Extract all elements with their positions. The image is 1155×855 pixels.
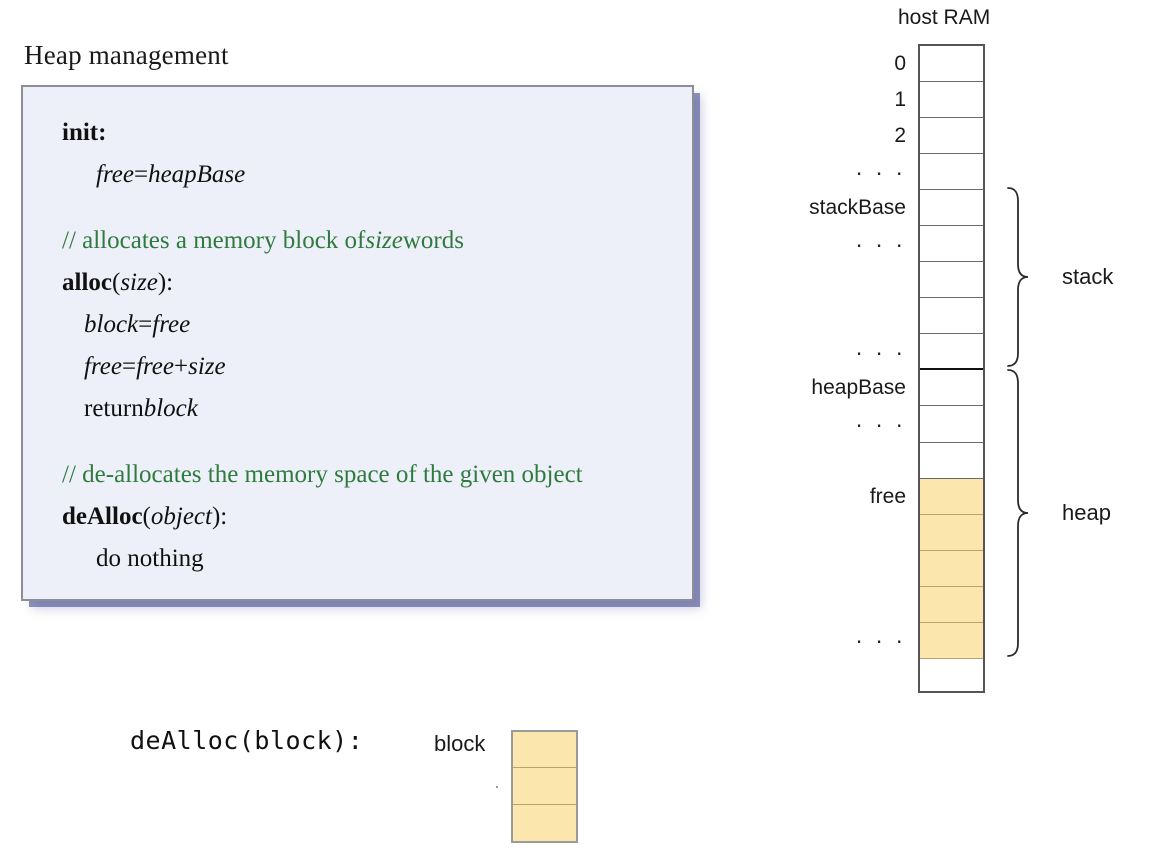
ram-cell: · · · bbox=[855, 154, 983, 191]
code-line: deAlloc (object): bbox=[62, 495, 684, 537]
ram-ellipsis-label: · · · bbox=[855, 338, 906, 365]
ram-cell: · · · bbox=[855, 226, 983, 263]
code-line: init: bbox=[62, 111, 684, 153]
host-ram-table: 0 1 2 · · · stackBase · · · · · · heapBase · · ·… bbox=[809, 44, 985, 695]
block-cell bbox=[513, 732, 576, 769]
code-line: free = heapBase bbox=[62, 153, 684, 195]
code-token: block bbox=[84, 310, 139, 338]
code-line: return block bbox=[62, 387, 684, 429]
code-line: block = free bbox=[62, 303, 684, 345]
code-blank-line bbox=[62, 195, 684, 219]
ram-cell: stackBase bbox=[809, 190, 983, 227]
code-token: free bbox=[96, 160, 134, 188]
code-token: do nothing bbox=[96, 544, 204, 572]
code-token: alloc bbox=[62, 268, 112, 296]
code-line: free = free + size bbox=[62, 345, 684, 387]
ram-cell: 2 bbox=[894, 118, 983, 155]
ram-cell: 0 bbox=[894, 46, 983, 83]
code-token: ( bbox=[112, 268, 121, 296]
ram-cell: · · · bbox=[855, 622, 983, 659]
ram-address-label: heapBase bbox=[811, 376, 906, 400]
code-token: heapBase bbox=[148, 160, 246, 188]
ram-cell: · · · bbox=[855, 406, 983, 443]
code-token: = bbox=[133, 160, 149, 188]
code-line: // allocates a memory block of size word… bbox=[62, 219, 684, 261]
dealloc-call-label: deAlloc(block): bbox=[130, 726, 364, 755]
ram-cell bbox=[920, 659, 983, 695]
code-token: size bbox=[120, 268, 158, 296]
block-cell bbox=[513, 804, 576, 841]
ram-address-label: 1 bbox=[894, 88, 906, 112]
ram-address-label: 2 bbox=[894, 124, 906, 148]
ram-cell: free bbox=[870, 478, 983, 515]
code-token: size bbox=[365, 226, 403, 254]
code-token: ): bbox=[157, 268, 174, 296]
ram-cell bbox=[920, 550, 983, 587]
block-label: block bbox=[434, 731, 486, 756]
ram-cell bbox=[920, 262, 983, 299]
ram-cell: · · · bbox=[855, 334, 983, 371]
block-cell bbox=[513, 768, 576, 805]
pseudocode-lines: init: free = heapBase // allocates a memor… bbox=[62, 111, 684, 579]
ram-cell: heapBase bbox=[811, 370, 983, 407]
code-line: alloc (size): bbox=[62, 261, 684, 303]
code-line: // de-allocates the memory space of the … bbox=[62, 453, 684, 495]
ram-cell bbox=[920, 443, 983, 479]
code-token: size bbox=[188, 352, 226, 380]
code-token: ( bbox=[142, 502, 151, 530]
code-token: object bbox=[150, 502, 212, 530]
brace-label-stack: stack bbox=[1062, 264, 1114, 289]
ram-ellipsis-label: · · · bbox=[855, 410, 906, 437]
code-token: free bbox=[84, 352, 122, 380]
ram-address-label: stackBase bbox=[809, 196, 906, 220]
code-token: free bbox=[152, 310, 191, 338]
code-blank-line bbox=[62, 429, 684, 453]
page-title: Heap management bbox=[24, 40, 229, 70]
code-token: ): bbox=[211, 502, 228, 530]
code-token: words bbox=[402, 226, 464, 254]
code-token: return bbox=[84, 394, 144, 422]
code-line: do nothing bbox=[62, 537, 684, 579]
brace-label-heap: heap bbox=[1062, 500, 1111, 525]
ram-cell bbox=[920, 298, 983, 335]
stray-dot-mark bbox=[496, 786, 498, 788]
ram-address-label: 0 bbox=[894, 52, 906, 76]
brace-stack bbox=[1007, 187, 1029, 367]
pseudocode-panel: init: free = heapBase // allocates a memor… bbox=[21, 85, 694, 601]
code-token: = bbox=[121, 352, 137, 380]
ram-address-label: free bbox=[869, 484, 906, 508]
code-token: // de-allocates the memory space of the … bbox=[62, 460, 583, 488]
code-token: block bbox=[143, 394, 198, 422]
code-token: + bbox=[174, 352, 189, 380]
code-token: // allocates a memory block of bbox=[62, 226, 366, 254]
code-token: init: bbox=[62, 118, 107, 146]
code-token: free bbox=[136, 352, 175, 380]
ram-ellipsis-label: · · · bbox=[855, 158, 906, 185]
ram-ellipsis-label: · · · bbox=[855, 627, 906, 654]
code-token: deAlloc bbox=[62, 502, 143, 530]
block-memory-cells bbox=[511, 730, 578, 843]
ram-cell bbox=[920, 586, 983, 623]
ram-ellipsis-label: · · · bbox=[855, 230, 906, 257]
ram-cell: 1 bbox=[894, 82, 983, 119]
host-ram-title: host RAM bbox=[898, 6, 991, 29]
ram-cell bbox=[920, 514, 983, 551]
brace-heap bbox=[1007, 369, 1029, 657]
code-token: = bbox=[138, 310, 153, 338]
